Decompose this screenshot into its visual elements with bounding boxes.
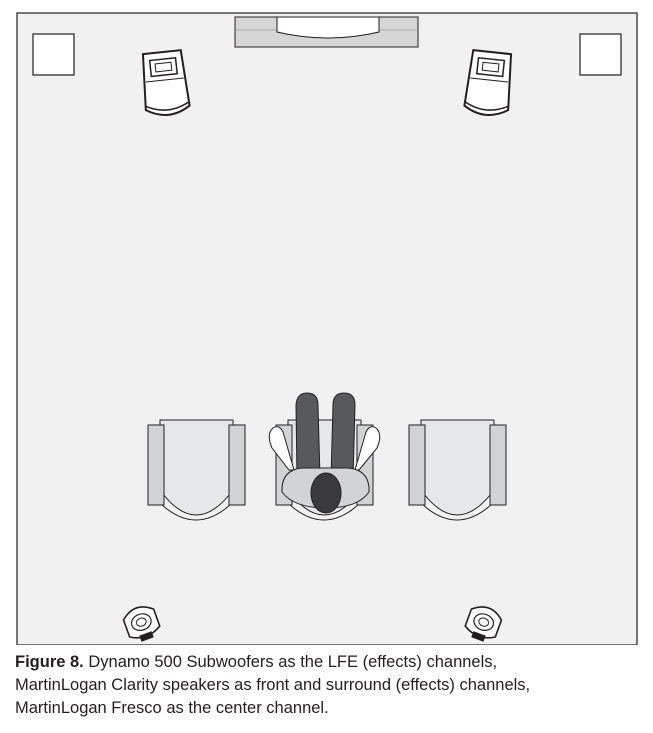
seated-listener [268,392,381,514]
caption-text-1: Dynamo 500 Subwoofers as the LFE (effect… [88,653,498,671]
front-right-speaker [463,49,513,116]
surround-right-speaker [464,606,503,642]
caption-line-1: Figure 8. Dynamo 500 Subwoofers as the L… [15,651,645,674]
subwoofer-right [579,33,622,76]
armchair-right [408,419,507,521]
room-layout-diagram [16,12,638,645]
caption-line-3: MartinLogan Fresco as the center channel… [15,699,329,717]
figure-caption: Figure 8. Dynamo 500 Subwoofers as the L… [15,651,645,720]
caption-line-2: MartinLogan Clarity speakers as front an… [15,676,531,694]
caption-label: Figure 8. [15,653,84,671]
front-left-speaker [141,49,191,116]
center-channel-tv [234,16,419,48]
subwoofer-left [32,33,75,76]
armchair-left [147,419,246,521]
room-outline [16,12,638,645]
surround-left-speaker [122,606,161,642]
